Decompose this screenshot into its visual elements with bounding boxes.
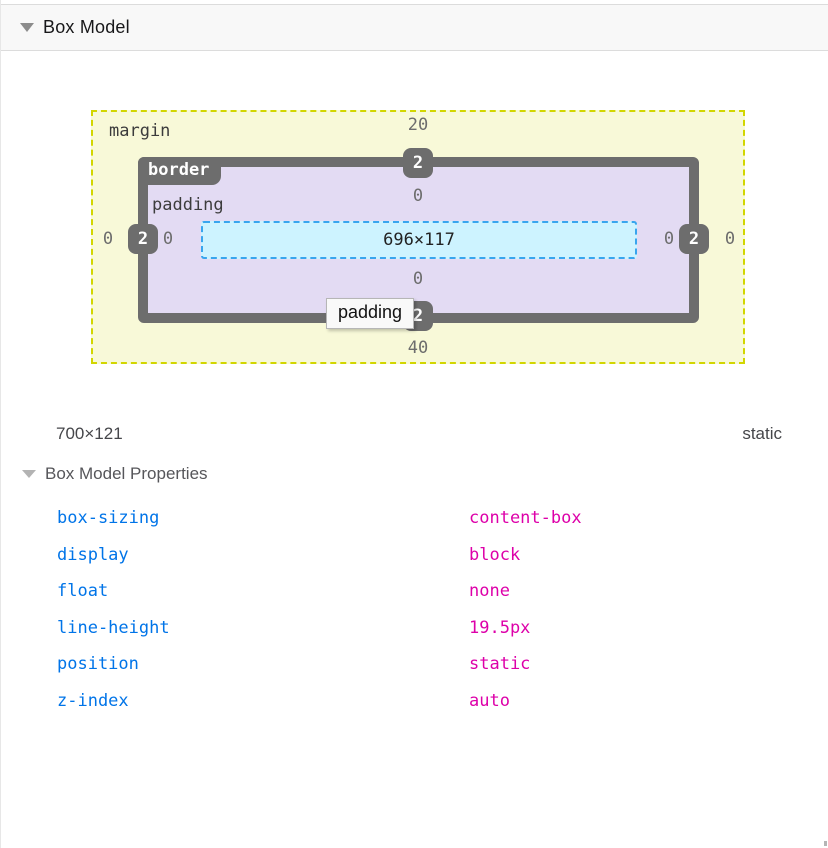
property-value: block bbox=[469, 544, 521, 565]
padding-bottom-value[interactable]: 0 bbox=[412, 269, 424, 289]
panel-header[interactable]: Box Model bbox=[1, 4, 828, 51]
border-top-value[interactable]: 2 bbox=[403, 148, 433, 178]
content-region[interactable]: 696×117 bbox=[201, 221, 637, 259]
margin-region[interactable]: margin border padding 696×117 20 0 0 40 … bbox=[91, 110, 745, 364]
margin-top-value[interactable]: 20 bbox=[407, 115, 429, 135]
property-value: none bbox=[469, 581, 510, 602]
property-value: static bbox=[469, 654, 531, 675]
property-row: line-height 19.5px bbox=[1, 610, 828, 647]
property-name: float bbox=[57, 581, 109, 602]
property-name: position bbox=[57, 654, 139, 675]
element-position: static bbox=[742, 424, 782, 443]
margin-bottom-value[interactable]: 40 bbox=[407, 338, 429, 358]
property-row: position static bbox=[1, 646, 828, 683]
property-row: z-index auto bbox=[1, 683, 828, 720]
element-dimensions: 700×121 bbox=[56, 424, 123, 443]
property-value: 19.5px bbox=[469, 617, 531, 638]
margin-label: margin bbox=[109, 121, 171, 141]
padding-right-value[interactable]: 0 bbox=[663, 229, 675, 249]
border-label: border bbox=[138, 157, 222, 185]
property-value: auto bbox=[469, 690, 510, 711]
property-row: box-sizing content-box bbox=[1, 500, 828, 537]
border-left-value[interactable]: 2 bbox=[128, 224, 158, 254]
collapse-triangle-icon[interactable] bbox=[20, 23, 34, 32]
properties-collapse-triangle-icon[interactable] bbox=[22, 470, 36, 478]
margin-right-value[interactable]: 0 bbox=[724, 229, 736, 249]
properties-title: Box Model Properties bbox=[45, 464, 208, 483]
property-value: content-box bbox=[469, 508, 582, 529]
padding-top-value[interactable]: 0 bbox=[412, 186, 424, 206]
padding-left-value[interactable]: 0 bbox=[162, 229, 174, 249]
property-name: z-index bbox=[57, 690, 129, 711]
resize-corner-nub bbox=[824, 841, 827, 846]
properties-header[interactable]: Box Model Properties bbox=[1, 464, 208, 484]
border-right-value[interactable]: 2 bbox=[679, 224, 709, 254]
content-size-text: 696×117 bbox=[383, 230, 455, 250]
padding-tooltip: padding bbox=[326, 298, 415, 329]
property-name: box-sizing bbox=[57, 508, 160, 529]
property-row: float none bbox=[1, 573, 828, 610]
properties-list: box-sizing content-box display block flo… bbox=[1, 500, 828, 719]
property-row: display block bbox=[1, 537, 828, 574]
property-name: display bbox=[57, 544, 129, 565]
padding-label: padding bbox=[152, 195, 224, 215]
property-name: line-height bbox=[57, 617, 170, 638]
margin-left-value[interactable]: 0 bbox=[102, 229, 114, 249]
panel-title: Box Model bbox=[43, 17, 130, 37]
